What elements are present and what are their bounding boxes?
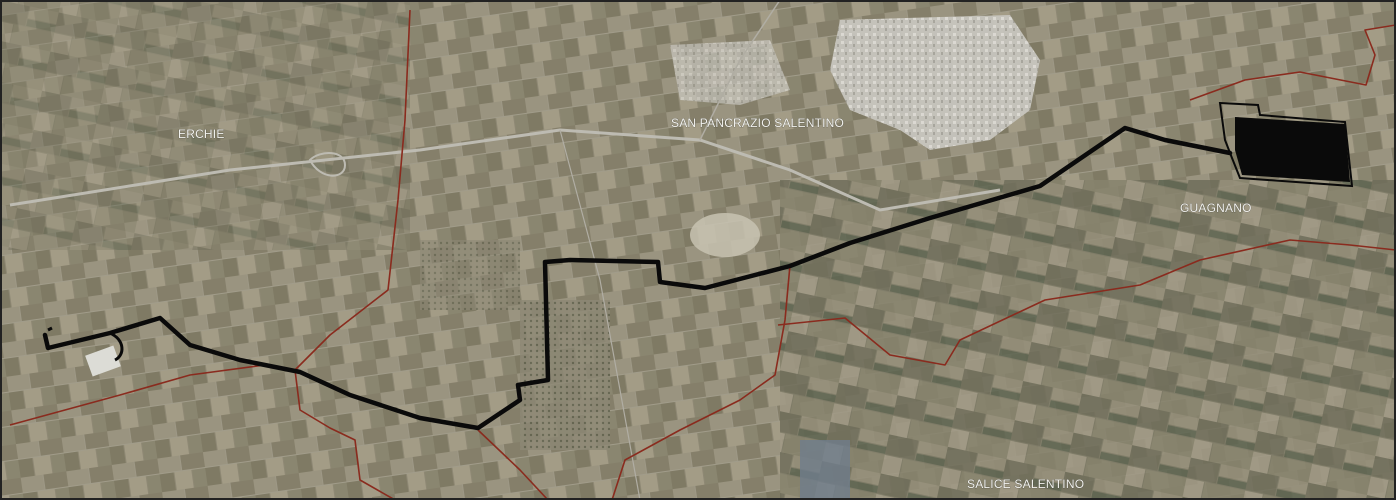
project-site-fill (1235, 117, 1350, 182)
industrial-building (85, 345, 121, 377)
cable-route (42, 125, 1233, 431)
terrain-zone-west (0, 0, 410, 250)
label-san-pancrazio: SAN PANCRAZIO SALENTINO (671, 116, 844, 130)
project-site-outline (1218, 101, 1354, 188)
industrial-area (670, 40, 790, 105)
road-south (559, 129, 641, 500)
route-spur (47, 326, 124, 362)
boundary-salice-west (611, 264, 791, 500)
orchard-block-2 (420, 240, 520, 310)
boundary-guagnano-north (1189, 24, 1396, 101)
label-guagnano: GUAGNANO (1180, 201, 1252, 215)
urban-area-san-pancrazio (830, 15, 1040, 150)
road-junction (308, 152, 347, 177)
orchard-block-1 (520, 300, 610, 450)
label-erchie: ERCHIE (178, 127, 225, 141)
boundary-salice-north (777, 239, 1396, 366)
label-salice: SALICE SALENTINO (967, 477, 1084, 491)
quarry-area (690, 213, 760, 257)
main-road (9, 128, 1001, 212)
road-north (699, 0, 781, 141)
solar-field (800, 440, 850, 500)
boundary-central (477, 429, 549, 500)
